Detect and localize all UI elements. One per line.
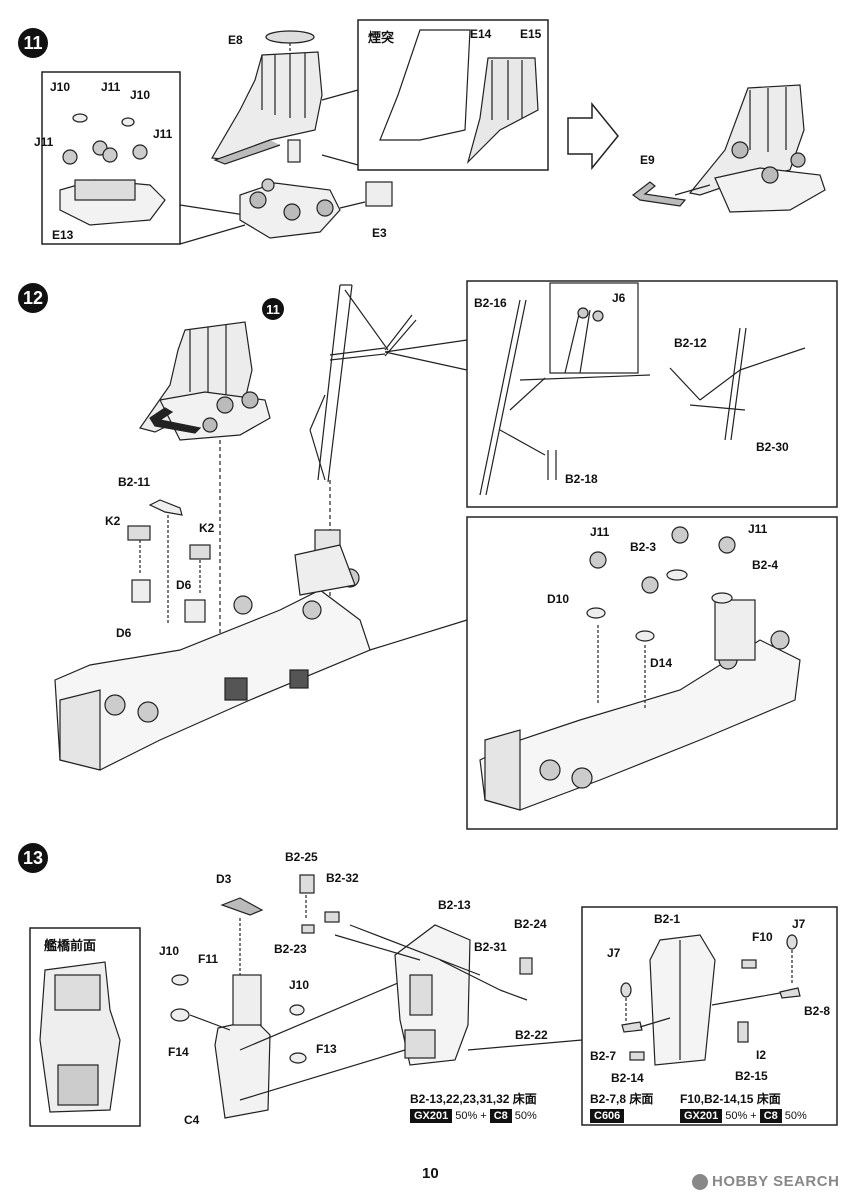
part-label-f10: F10	[752, 930, 773, 944]
part-label-b2-8: B2-8	[804, 1004, 831, 1018]
paint-plus: +	[480, 1110, 487, 1122]
watermark: HOBBY SEARCH	[692, 1173, 839, 1190]
part-label-b2-24: B2-24	[514, 917, 547, 931]
part-label-e3: E3	[372, 226, 387, 240]
step-number-12: 12	[18, 283, 48, 313]
part-label-d3: D3	[216, 872, 232, 886]
part-label-b2-23: B2-23	[274, 942, 307, 956]
part-label-b2-32: B2-32	[326, 871, 359, 885]
part-label-j11-e: J11	[748, 522, 768, 536]
chimney-label: 煙突	[368, 30, 395, 45]
part-label-e8: E8	[228, 33, 243, 47]
part-label-j11-c: J11	[153, 127, 173, 141]
part-label-b2-30: B2-30	[756, 440, 789, 454]
part-label-i2: I2	[756, 1048, 767, 1062]
paint-note-parts: F10,B2-14,15 床面	[680, 1092, 781, 1106]
part-label-b2-1: B2-1	[654, 912, 681, 926]
paint-note-parts: B2-13,22,23,31,32 床面	[410, 1092, 537, 1106]
part-label-b2-16: B2-16	[474, 296, 507, 310]
paint-code: GX201	[680, 1109, 723, 1123]
step-reference-11: 11	[262, 298, 284, 320]
part-label-d6-b: D6	[116, 626, 132, 640]
paint-code: C8	[759, 1109, 782, 1123]
part-label-d6-a: D6	[176, 578, 192, 592]
part-label-b2-22: B2-22	[515, 1028, 548, 1042]
part-label-b2-11: B2-11	[118, 475, 151, 489]
paint-note-deck-3: F10,B2-14,15 床面 GX201 50% + C8 50%	[680, 1090, 807, 1123]
part-label-j11-d: J11	[590, 525, 610, 539]
part-label-j10-a: J10	[50, 80, 71, 94]
part-label-e15: E15	[520, 27, 542, 41]
part-label-j10-c: J10	[159, 944, 180, 958]
step-number-11: 11	[18, 28, 48, 58]
part-label-j6: J6	[612, 291, 626, 305]
part-label-k2-a: K2	[105, 514, 121, 528]
part-label-j10-b: J10	[130, 88, 151, 102]
part-label-e9: E9	[640, 153, 655, 167]
part-label-j11-b: J11	[34, 135, 54, 149]
part-label-d10: D10	[547, 592, 570, 606]
part-label-b2-31: B2-31	[474, 940, 507, 954]
part-label-d14: D14	[650, 656, 673, 670]
part-label-b2-25: B2-25	[285, 850, 318, 864]
part-label-e14: E14	[470, 27, 492, 41]
part-label-b2-18: B2-18	[565, 472, 598, 486]
paint-note-deck-2: B2-7,8 床面 C606	[590, 1090, 653, 1123]
part-label-f13: F13	[316, 1042, 337, 1056]
paint-ratio: 50%	[725, 1110, 748, 1122]
paint-code: C606	[590, 1109, 625, 1123]
part-label-f11: F11	[198, 952, 219, 966]
paint-ratio: 50%	[455, 1110, 478, 1122]
part-label-c4: C4	[184, 1113, 200, 1127]
paint-ratio: 50%	[514, 1110, 537, 1122]
watermark-logo-icon	[692, 1173, 708, 1190]
part-label-b2-13: B2-13	[438, 898, 471, 912]
part-label-e13: E13	[52, 228, 74, 242]
paint-plus: +	[750, 1110, 757, 1122]
paint-code: GX201	[410, 1109, 453, 1123]
step-number-13: 13	[18, 843, 48, 873]
watermark-text: HOBBY SEARCH	[712, 1173, 840, 1190]
part-label-b2-15: B2-15	[735, 1069, 768, 1083]
part-label-b2-14: B2-14	[611, 1071, 644, 1085]
paint-ratio: 50%	[784, 1110, 807, 1122]
part-label-j10-d: J10	[289, 978, 310, 992]
bridge-front-label: 艦橋前面	[44, 938, 97, 953]
paint-code: C8	[489, 1109, 512, 1123]
part-label-f14: F14	[168, 1045, 189, 1059]
paint-note-parts: B2-7,8 床面	[590, 1092, 654, 1106]
paint-note-deck-1: B2-13,22,23,31,32 床面 GX201 50% + C8 50%	[410, 1090, 537, 1123]
part-label-b2-4: B2-4	[752, 558, 779, 572]
part-label-j7-b: J7	[607, 946, 621, 960]
part-label-b2-7: B2-7	[590, 1049, 617, 1063]
part-label-j7-a: J7	[792, 917, 806, 931]
page-number: 10	[422, 1165, 439, 1182]
part-label-b2-3: B2-3	[630, 540, 657, 554]
part-label-b2-12: B2-12	[674, 336, 707, 350]
part-label-k2-b: K2	[199, 521, 215, 535]
part-label-j11-a: J11	[101, 80, 121, 94]
